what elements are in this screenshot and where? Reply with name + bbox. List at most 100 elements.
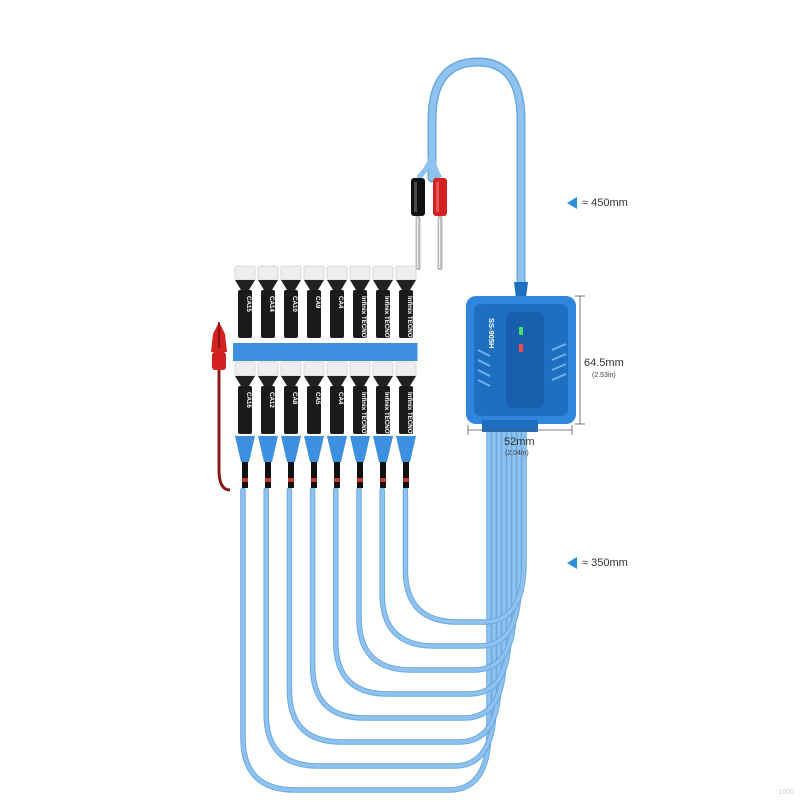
- connector-label: CA16: [245, 392, 252, 408]
- connector-top: Infinix TECNO F: [349, 265, 371, 343]
- connector-bottom: CA16: [234, 361, 256, 434]
- dimension-lines: [467, 295, 585, 435]
- connector-body: [238, 386, 252, 434]
- connector-bottom: Infinix TECNO E: [349, 361, 371, 439]
- connector-neck: [373, 280, 393, 290]
- connector-wire: [334, 462, 340, 488]
- box-ridge: [477, 379, 491, 387]
- connector-body: [330, 290, 344, 338]
- connector-tip: [326, 361, 348, 377]
- connector-label: Infinix TECNO F: [360, 296, 367, 343]
- connector-body: [307, 386, 321, 434]
- box-width-in: (2.04in): [505, 450, 529, 457]
- connector-strain-relief: [350, 436, 370, 462]
- banana-plugs: [411, 178, 447, 270]
- lower-cable-loops: [240, 427, 527, 793]
- connector-body: [261, 290, 275, 338]
- connector-wire-band: [288, 478, 294, 482]
- connector-body: [307, 290, 321, 338]
- lower-cable: [357, 428, 516, 672]
- switch-box: SS-905H: [466, 282, 576, 432]
- connector-tip: [372, 265, 394, 281]
- connector-neck: [304, 280, 324, 290]
- connector-wire: [311, 462, 317, 488]
- connector-label: Infinix TECNO A: [406, 392, 413, 440]
- plug-pin-shine: [439, 218, 441, 268]
- connector-body: [399, 290, 413, 338]
- arrow-left-icon: [567, 197, 577, 209]
- connector-label: CA5: [314, 392, 321, 405]
- connector-top: CA10: [280, 265, 302, 338]
- box-ridge: [477, 369, 491, 377]
- connector-top: Infinix TECNO D: [372, 265, 394, 344]
- box-cable-exit: [490, 420, 538, 432]
- connector-tip: [395, 361, 417, 377]
- connector-body: [238, 290, 252, 338]
- upper-cable-length: ≈ 450mm: [582, 197, 628, 209]
- connector-strain-relief: [327, 436, 347, 462]
- plug-body: [433, 178, 447, 216]
- box-ridge: [551, 343, 567, 351]
- lower-cable: [334, 428, 511, 696]
- connector-bottom: CA8: [280, 361, 302, 434]
- upper-cable: [429, 58, 524, 303]
- green-led-icon: [519, 327, 523, 335]
- connector-label: CA4: [337, 392, 344, 405]
- connector-wire: [357, 462, 363, 488]
- connector-tip: [234, 265, 256, 281]
- connector-tip: [257, 265, 279, 281]
- lower-cable: [241, 428, 491, 792]
- connector-wire: [288, 462, 294, 488]
- connector-tip: [326, 265, 348, 281]
- connector-neck: [281, 280, 301, 290]
- connector-tip: [280, 265, 302, 281]
- connector-tip: [372, 361, 394, 377]
- connector-tip: [234, 361, 256, 377]
- connector-wire-band: [311, 478, 317, 482]
- connector-tip: [280, 361, 302, 377]
- connector-top: CA4: [326, 265, 348, 338]
- connector-wire-band: [380, 478, 386, 482]
- arrow-left-icon: [567, 557, 577, 569]
- connector-tip: [257, 361, 279, 377]
- connector-strain-relief: [373, 436, 393, 462]
- plug-body: [411, 178, 425, 216]
- connector-tip: [349, 361, 371, 377]
- device-model-label: SS-905H: [487, 318, 496, 348]
- connector-top: CA14: [257, 265, 279, 338]
- connector-body: [399, 386, 413, 434]
- upper-cable-loop: [416, 57, 526, 305]
- connector-neck: [304, 376, 324, 386]
- connector-strain-relief: [281, 436, 301, 462]
- connector-label: Infinix TECNO E: [360, 392, 367, 439]
- connector-neck: [327, 376, 347, 386]
- box-ridge: [551, 363, 567, 371]
- lower-cable-length: ≈ 350mm: [582, 557, 628, 569]
- connector-wire-band: [403, 478, 409, 482]
- connector-neck: [350, 376, 370, 386]
- connector-body: [330, 386, 344, 434]
- connector-label: CA14: [268, 296, 275, 312]
- connector-neck: [258, 280, 278, 290]
- red-led-icon: [519, 344, 523, 352]
- connector-strain-relief: [396, 436, 416, 462]
- clip-boot: [212, 352, 226, 370]
- connector-label: Infinix TECNO B: [406, 296, 413, 344]
- connector-body: [284, 290, 298, 338]
- connector-band-strip: [233, 343, 417, 361]
- lower-cable: [287, 428, 501, 744]
- connector-label: CA8: [291, 392, 298, 405]
- connector-wire-band: [242, 478, 248, 482]
- connector-body: [284, 386, 298, 434]
- connector-body: [353, 290, 367, 338]
- lower-cable: [380, 428, 521, 648]
- box-height-in: (2.53in): [592, 372, 616, 379]
- connector-wire-band: [265, 478, 271, 482]
- upper-cable-split-right: [429, 149, 443, 180]
- connector-tip: [395, 265, 417, 281]
- box-ridge: [551, 353, 567, 361]
- connector-wire: [242, 462, 248, 488]
- connector-wire-band: [357, 478, 363, 482]
- connector-wire: [265, 462, 271, 488]
- plug-pin-shine: [417, 218, 419, 268]
